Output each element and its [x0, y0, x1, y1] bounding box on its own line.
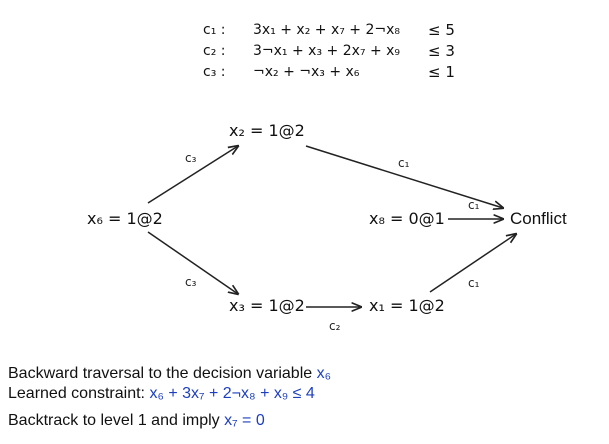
edge-label-x2-conflict: c₁	[398, 156, 410, 170]
constraint-c3-name: c₃ :	[203, 64, 226, 80]
constraint-c2-rhs: ≤ 3	[428, 42, 455, 60]
node-x8: x₈ = 0@1	[369, 209, 445, 228]
summary-line-learned: Learned constraint: x₆ + 3x₇ + 2¬x₈ + x₉…	[8, 385, 315, 403]
constraint-c1-expr: 3x₁ + x₂ + x₇ + 2¬x₈	[253, 22, 401, 38]
node-conflict: Conflict	[510, 209, 567, 228]
node-x3: x₃ = 1@2	[229, 296, 305, 315]
constraint-c3-rhs: ≤ 1	[428, 63, 455, 81]
summary-backtrack-text: Backtrack to level 1 and imply	[8, 412, 220, 429]
edge-x6-x2	[147, 146, 238, 204]
node-x6: x₆ = 1@2	[87, 209, 163, 228]
summary-line-backward: Backward traversal to the decision varia…	[8, 365, 331, 383]
edge-label-x6-x3: c₃	[185, 275, 197, 289]
summary-learned-constraint: x₆ + 3x₇ + 2¬x₈ + x₉ ≤ 4	[149, 385, 315, 402]
summary-backtrack-implication: x₇ = 0	[224, 412, 265, 429]
constraint-c1-name: c₁ :	[203, 22, 226, 38]
edge-x2-conflict	[305, 145, 503, 208]
edge-label-x1-conflict: c₁	[468, 276, 480, 290]
summary-backward-var: x₆	[316, 365, 332, 382]
constraint-c2-name: c₂ :	[203, 43, 226, 59]
edge-label-x3-x1: c₂	[329, 319, 341, 333]
node-x2: x₂ = 1@2	[229, 121, 305, 140]
summary-backward-text: Backward traversal to the decision varia…	[8, 365, 313, 382]
edge-label-x6-x2: c₃	[185, 151, 197, 165]
constraint-c1-rhs: ≤ 5	[428, 21, 455, 39]
edge-x1-conflict	[429, 234, 516, 293]
constraint-c3-expr: ¬x₂ + ¬x₃ + x₆	[253, 64, 360, 80]
summary-line-backtrack: Backtrack to level 1 and imply x₇ = 0	[8, 412, 265, 430]
constraint-c2-expr: 3¬x₁ + x₃ + 2x₇ + x₉	[253, 43, 401, 59]
summary-learned-text: Learned constraint:	[8, 385, 145, 402]
node-x1: x₁ = 1@2	[369, 296, 445, 315]
edge-label-x8-conflict: c₁	[468, 198, 480, 212]
edge-x6-x3	[147, 231, 238, 294]
